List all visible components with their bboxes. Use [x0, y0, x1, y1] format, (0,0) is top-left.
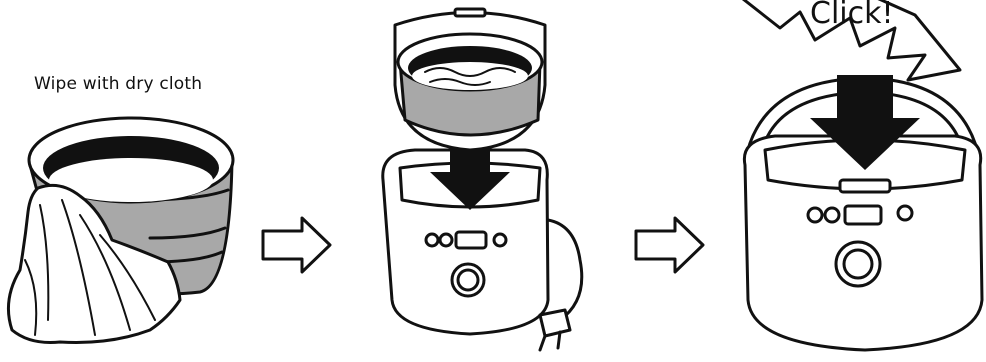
starburst-icon	[741, 0, 962, 82]
step2-rice-cooker-illustration	[381, 7, 550, 336]
click-label: Click!	[810, 0, 894, 31]
step3-rice-cooker-illustration	[742, 75, 984, 352]
wipe-caption: Wipe with dry cloth	[34, 74, 203, 94]
down-arrow-icon-2	[810, 75, 920, 170]
down-arrow-icon	[430, 150, 510, 210]
power-plug-icon	[538, 218, 584, 352]
right-arrow-icon	[261, 216, 332, 274]
cloth-icon	[6, 183, 182, 344]
right-arrow-icon-2	[634, 216, 705, 274]
